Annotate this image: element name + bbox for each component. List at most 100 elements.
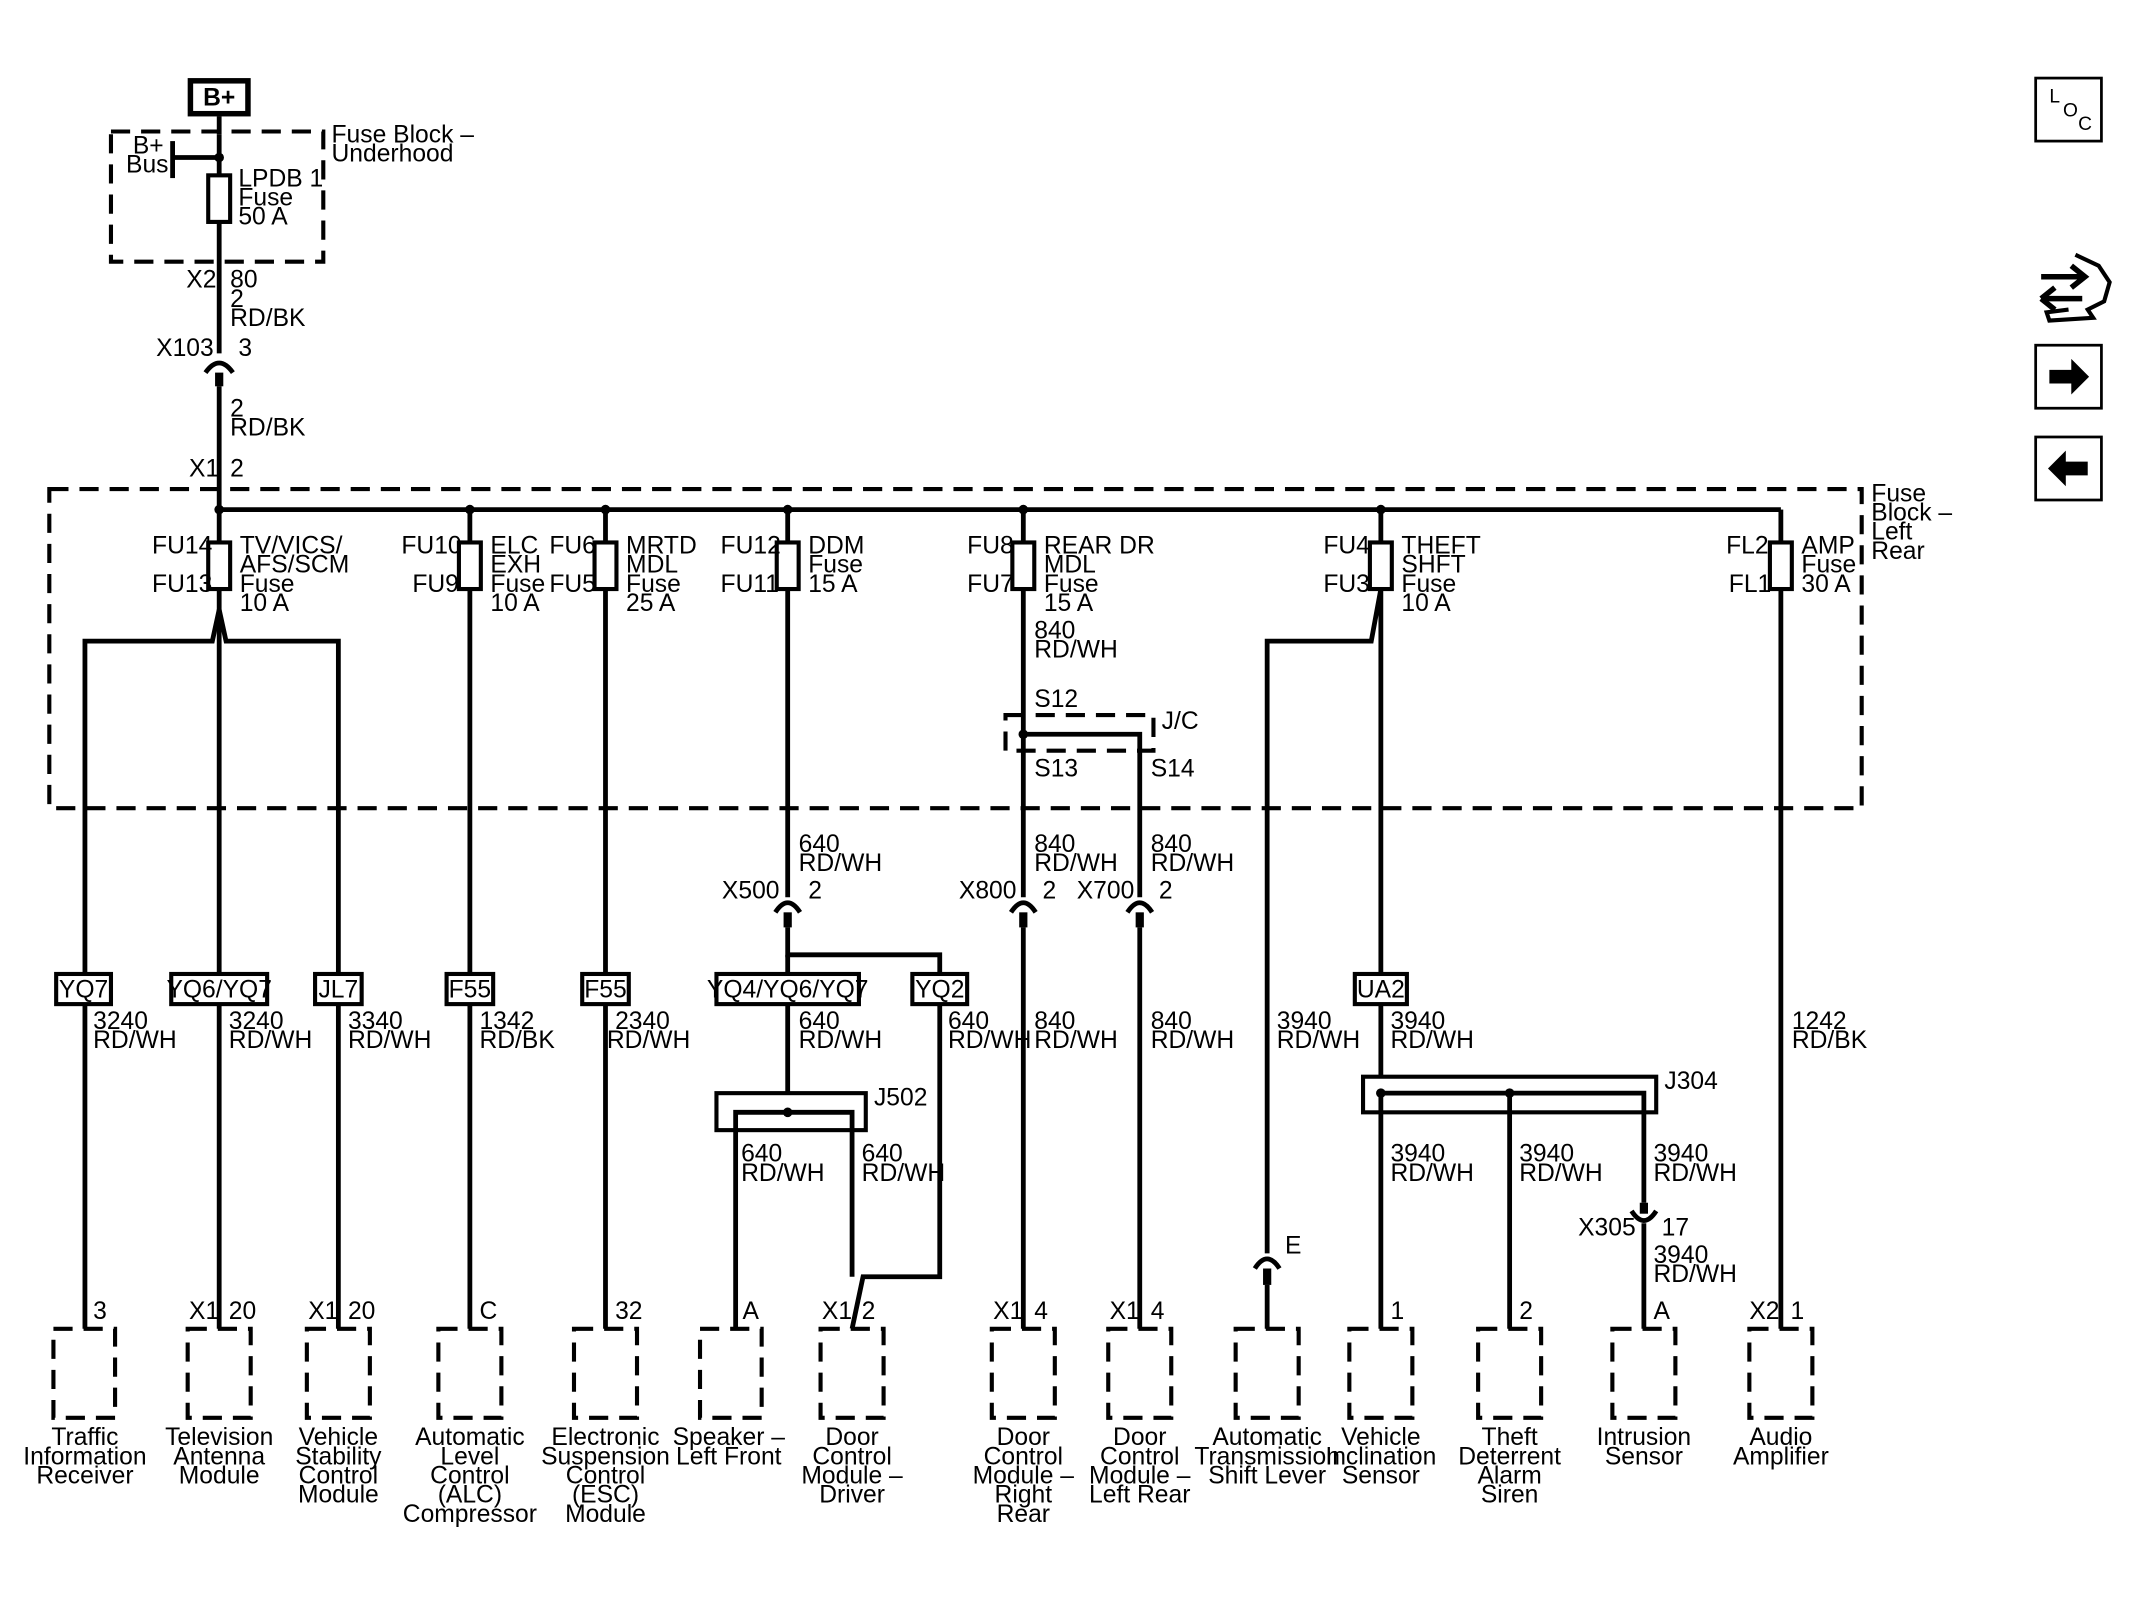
svg-text:Inclination: Inclination <box>1325 1443 1436 1470</box>
svg-text:Speaker –: Speaker – <box>673 1424 786 1451</box>
svg-text:Control: Control <box>812 1443 891 1470</box>
svg-text:(ALC): (ALC) <box>438 1482 502 1509</box>
svg-text:Siren: Siren <box>1481 1482 1539 1509</box>
svg-text:J/C: J/C <box>1162 708 1199 735</box>
svg-text:640: 640 <box>862 1141 903 1168</box>
arrow-left-icon[interactable] <box>2034 435 2103 502</box>
svg-text:10 A: 10 A <box>240 590 290 617</box>
svg-text:25 A: 25 A <box>626 590 676 617</box>
fuse-fu8-fu7 <box>1010 540 1037 592</box>
svg-text:RD/BK: RD/BK <box>230 415 306 442</box>
svg-text:RD/WH: RD/WH <box>862 1160 946 1187</box>
svg-text:4: 4 <box>1034 1298 1048 1325</box>
svg-text:Transmission: Transmission <box>1194 1443 1340 1470</box>
svg-text:Control: Control <box>984 1443 1063 1470</box>
svg-text:2: 2 <box>1159 878 1173 905</box>
svg-text:Rear: Rear <box>1871 538 1924 565</box>
svg-text:Module: Module <box>179 1463 260 1490</box>
svg-text:Stability: Stability <box>295 1443 382 1470</box>
svg-text:RD/BK: RD/BK <box>230 305 306 332</box>
svg-text:FU12: FU12 <box>721 532 781 559</box>
svg-text:840: 840 <box>1034 617 1075 644</box>
svg-text:Block –: Block – <box>1871 500 1952 527</box>
svg-text:O: O <box>2063 100 2078 121</box>
svg-text:S12: S12 <box>1034 686 1078 713</box>
option-jl7: JL7 <box>313 971 364 1007</box>
svg-text:C: C <box>479 1298 497 1325</box>
battery-source: B+ <box>187 78 251 117</box>
svg-text:Suspension: Suspension <box>541 1443 670 1470</box>
svg-text:F55: F55 <box>584 976 626 1003</box>
svg-text:JL7: JL7 <box>318 976 358 1003</box>
svg-text:SHFT: SHFT <box>1401 552 1465 579</box>
svg-text:RD/BK: RD/BK <box>479 1027 555 1054</box>
svg-text:2: 2 <box>1519 1298 1533 1325</box>
svg-text:50 A: 50 A <box>238 204 288 231</box>
connector-x305 <box>1629 1202 1659 1223</box>
svg-text:Fuse: Fuse <box>1801 552 1856 579</box>
svg-text:Module –: Module – <box>1089 1463 1191 1490</box>
svg-text:RD/WH: RD/WH <box>93 1027 177 1054</box>
svg-text:640: 640 <box>799 1008 840 1035</box>
svg-text:Rear: Rear <box>997 1501 1050 1528</box>
svg-text:RD/WH: RD/WH <box>1277 1027 1361 1054</box>
svg-text:2: 2 <box>808 878 822 905</box>
option-ua2: UA2 <box>1352 971 1409 1007</box>
svg-text:J502: J502 <box>874 1084 927 1111</box>
svg-text:X1: X1 <box>993 1298 1023 1325</box>
svg-text:X1: X1 <box>189 1298 219 1325</box>
svg-text:3940: 3940 <box>1653 1242 1708 1269</box>
fuse-fl2-fl1 <box>1767 540 1794 592</box>
svg-text:3940: 3940 <box>1653 1141 1708 1168</box>
svg-text:Fuse: Fuse <box>808 552 863 579</box>
fuse-fu4-fu3 <box>1367 540 1394 592</box>
svg-text:Fuse: Fuse <box>238 184 293 211</box>
svg-text:YQ2: YQ2 <box>915 976 964 1003</box>
svg-text:FL2: FL2 <box>1726 532 1768 559</box>
svg-text:Control: Control <box>1100 1443 1179 1470</box>
svg-text:AFS/SCM: AFS/SCM <box>240 552 350 579</box>
arrow-right-icon[interactable] <box>2034 343 2103 410</box>
fuse-block-underhood <box>108 129 326 264</box>
svg-text:1242: 1242 <box>1792 1008 1847 1035</box>
svg-text:X103: X103 <box>156 335 214 362</box>
option-yq7: YQ7 <box>54 971 114 1007</box>
component-vehicle-stability-control-module: X1 20 Vehicle Stability Control Module <box>295 1298 382 1509</box>
connector-hand-icon[interactable] <box>2039 252 2112 323</box>
svg-text:640: 640 <box>741 1141 782 1168</box>
component-door-control-module-driver: X1 2 Door Control Module – Driver <box>801 1298 903 1509</box>
svg-text:Theft: Theft <box>1482 1424 1538 1451</box>
svg-text:Driver: Driver <box>819 1482 885 1509</box>
svg-text:RD/WH: RD/WH <box>948 1027 1032 1054</box>
connector-x700 <box>1125 900 1155 928</box>
component-television-antenna-module: X1 20 Television Antenna Module <box>165 1298 273 1489</box>
svg-text:S14: S14 <box>1151 756 1195 783</box>
loc-button[interactable]: L O C <box>2034 76 2103 143</box>
svg-text:Right: Right <box>995 1482 1053 1509</box>
svg-text:FL1: FL1 <box>1729 571 1771 598</box>
svg-text:Compressor: Compressor <box>403 1501 537 1528</box>
svg-text:RD/WH: RD/WH <box>1034 850 1118 877</box>
svg-text:X1: X1 <box>189 456 219 483</box>
svg-text:Shift Lever: Shift Lever <box>1208 1463 1326 1490</box>
svg-text:2: 2 <box>230 456 244 483</box>
svg-text:X700: X700 <box>1077 878 1135 905</box>
svg-text:RD/WH: RD/WH <box>799 850 883 877</box>
svg-text:10 A: 10 A <box>1401 590 1451 617</box>
svg-text:Fuse: Fuse <box>240 571 295 598</box>
svg-text:640: 640 <box>799 831 840 858</box>
bus-label-1: B+ <box>133 132 164 159</box>
svg-text:RD/WH: RD/WH <box>607 1027 691 1054</box>
svg-text:3340: 3340 <box>348 1008 403 1035</box>
svg-text:1: 1 <box>1390 1298 1404 1325</box>
svg-text:840: 840 <box>1034 831 1075 858</box>
svg-text:FU8: FU8 <box>967 532 1014 559</box>
svg-text:RD/WH: RD/WH <box>1519 1160 1603 1187</box>
svg-text:FU7: FU7 <box>967 571 1014 598</box>
svg-text:20: 20 <box>229 1298 256 1325</box>
svg-text:MRTD: MRTD <box>626 532 697 559</box>
svg-text:15 A: 15 A <box>1044 590 1094 617</box>
svg-text:1: 1 <box>1790 1298 1804 1325</box>
component-theft-deterrent-alarm-siren: 2 Theft Deterrent Alarm Siren <box>1458 1298 1561 1509</box>
component-audio-amplifier: X2 1 Audio Amplifier <box>1733 1298 1829 1470</box>
